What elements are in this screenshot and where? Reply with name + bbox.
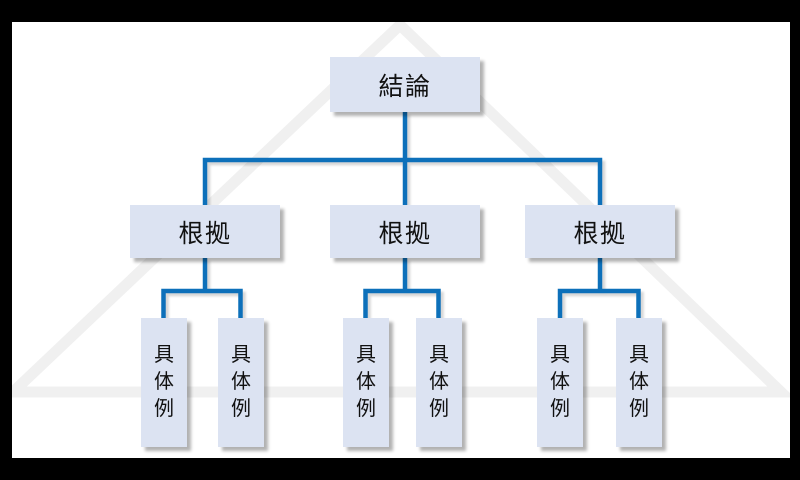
node-evidence-2-label: 根拠 (378, 219, 432, 248)
node-evidence-3-label: 根拠 (573, 219, 627, 248)
node-example-6-label: 具体例 (629, 344, 649, 420)
node-conclusion-label: 結論 (378, 72, 432, 101)
node-example-4-label: 具体例 (429, 344, 449, 420)
node-evidence-1-label: 根拠 (178, 219, 232, 248)
node-example-3: 具体例 (343, 318, 389, 447)
node-conclusion: 結論 (330, 57, 480, 112)
node-example-2: 具体例 (218, 318, 264, 447)
connector-group2-bus (363, 288, 441, 319)
connector-level1-bus (202, 157, 603, 207)
node-example-3-label: 具体例 (356, 344, 376, 420)
connector-lines (161, 112, 641, 319)
connector-group3-bus (557, 288, 641, 319)
node-evidence-2: 根拠 (330, 205, 480, 258)
node-evidence-1: 根拠 (130, 205, 280, 258)
node-example-5-label: 具体例 (550, 344, 570, 420)
node-example-4: 具体例 (416, 318, 462, 447)
node-example-2-label: 具体例 (231, 344, 251, 420)
node-evidence-3: 根拠 (525, 205, 675, 258)
diagram-canvas: 結論 根拠 根拠 根拠 具体例 具体例 具体例 具体例 具体例 具体例 (12, 22, 790, 458)
node-example-5: 具体例 (537, 318, 583, 447)
node-example-6: 具体例 (616, 318, 662, 447)
connector-group1-bus (161, 288, 243, 319)
node-example-1-label: 具体例 (154, 344, 174, 420)
node-example-1: 具体例 (141, 318, 187, 447)
